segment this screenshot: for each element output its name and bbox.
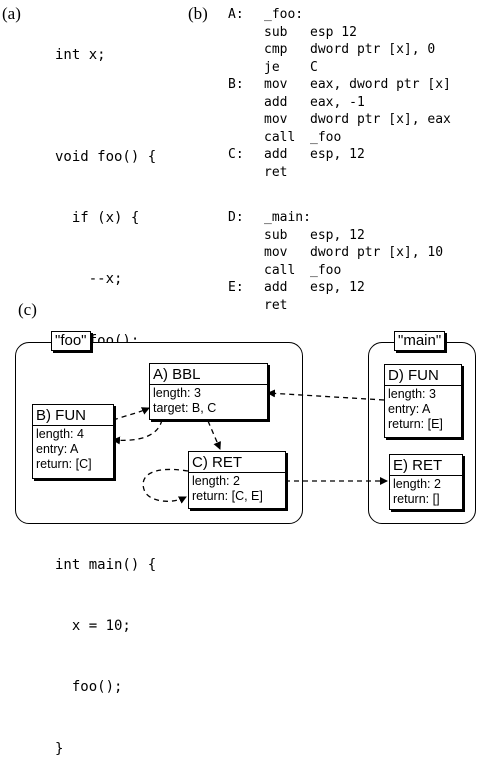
asm-instruction: _main: <box>264 210 311 225</box>
node-d-body: length: 3 entry: A return: [E] <box>385 386 461 433</box>
panel-label-a: (a) <box>2 4 21 23</box>
asm-operands: esp, 12 <box>310 147 365 162</box>
node-c-line: length: 2 <box>192 474 240 488</box>
asm-label: A: <box>228 7 244 22</box>
node-e-line: length: 2 <box>393 477 441 491</box>
asm-label: B: <box>228 77 244 92</box>
asm-instruction: add <box>264 147 288 162</box>
code-line: int x; <box>55 46 106 63</box>
asm-instruction: sub <box>264 24 288 40</box>
asm-operands: dword ptr [x], eax <box>310 112 451 127</box>
asm-instruction: ret <box>264 164 288 180</box>
node-c-line: return: [C, E] <box>192 489 263 503</box>
group-title-foo: "foo" <box>51 331 91 351</box>
asm-instruction: ret <box>264 297 288 313</box>
asm-instruction: _foo: <box>264 7 304 22</box>
code-line: if (x) { <box>55 210 140 227</box>
panel-label-c: (c) <box>18 300 37 319</box>
asm-instruction: add <box>264 94 288 110</box>
node-a-title: A) BBL <box>150 364 267 385</box>
assembly-listing: A: _foo: sub esp 12 cmp dword ptr [x], 0 je… <box>228 6 478 313</box>
asm-label: E: <box>228 280 244 295</box>
asm-instruction: mov <box>264 245 288 260</box>
node-a-line: length: 3 <box>153 386 201 400</box>
node-a-body: length: 3 target: B, C <box>150 385 267 417</box>
asm-instruction: call <box>264 262 296 278</box>
node-a-bbl: A) BBL length: 3 target: B, C <box>149 363 268 420</box>
node-b-line: return: [C] <box>36 457 92 471</box>
asm-operands: C <box>310 59 318 75</box>
asm-instruction: sub <box>264 227 288 243</box>
asm-instruction: add <box>264 280 288 295</box>
node-c-ret: C) RET length: 2 return: [C, E] <box>188 451 286 509</box>
node-e-title: E) RET <box>390 455 462 476</box>
node-c-body: length: 2 return: [C, E] <box>189 473 285 505</box>
asm-operands: esp, 12 <box>310 280 365 295</box>
node-e-body: length: 2 return: [] <box>390 476 462 508</box>
asm-operands: _foo <box>310 262 342 278</box>
node-b-title: B) FUN <box>33 405 113 426</box>
code-line: x = 10; <box>55 618 131 635</box>
panel-label-b: (b) <box>188 4 208 23</box>
node-d-line: length: 3 <box>388 387 436 401</box>
node-d-line: return: [E] <box>388 417 443 431</box>
asm-label: D: <box>228 210 244 225</box>
code-line: } <box>55 740 64 757</box>
node-b-line: length: 4 <box>36 427 84 441</box>
asm-operands: esp 12 <box>310 24 357 40</box>
node-e-line: return: [] <box>393 492 440 506</box>
asm-instruction: je <box>264 59 280 75</box>
node-c-title: C) RET <box>189 452 285 473</box>
asm-instruction: mov <box>264 112 288 127</box>
asm-operands: dword ptr [x], 10 <box>310 245 444 260</box>
asm-operands: eax, dword ptr [x] <box>310 77 451 92</box>
node-d-line: entry: A <box>388 402 431 416</box>
asm-operands: esp, 12 <box>310 227 365 243</box>
node-b-body: length: 4 entry: A return: [C] <box>33 426 113 473</box>
asm-operands: eax, -1 <box>310 94 365 110</box>
node-b-fun: B) FUN length: 4 entry: A return: [C] <box>32 404 114 479</box>
asm-instruction: cmp <box>264 42 288 57</box>
code-line: --x; <box>55 271 123 288</box>
code-line: int main() { <box>55 556 157 573</box>
node-d-fun: D) FUN length: 3 entry: A return: [E] <box>384 364 462 438</box>
node-e-ret: E) RET length: 2 return: [] <box>389 454 463 510</box>
asm-instruction: call <box>264 129 296 145</box>
code-line: void foo() { <box>55 148 157 165</box>
node-a-line: target: B, C <box>153 401 217 415</box>
asm-instruction: mov <box>264 77 288 92</box>
group-title-main: "main" <box>394 331 446 351</box>
code-line: foo(); <box>55 679 123 696</box>
node-d-title: D) FUN <box>385 365 461 386</box>
asm-operands: dword ptr [x], 0 <box>310 42 436 57</box>
asm-label: C: <box>228 147 244 162</box>
node-b-line: entry: A <box>36 442 79 456</box>
asm-operands: _foo <box>310 129 342 145</box>
